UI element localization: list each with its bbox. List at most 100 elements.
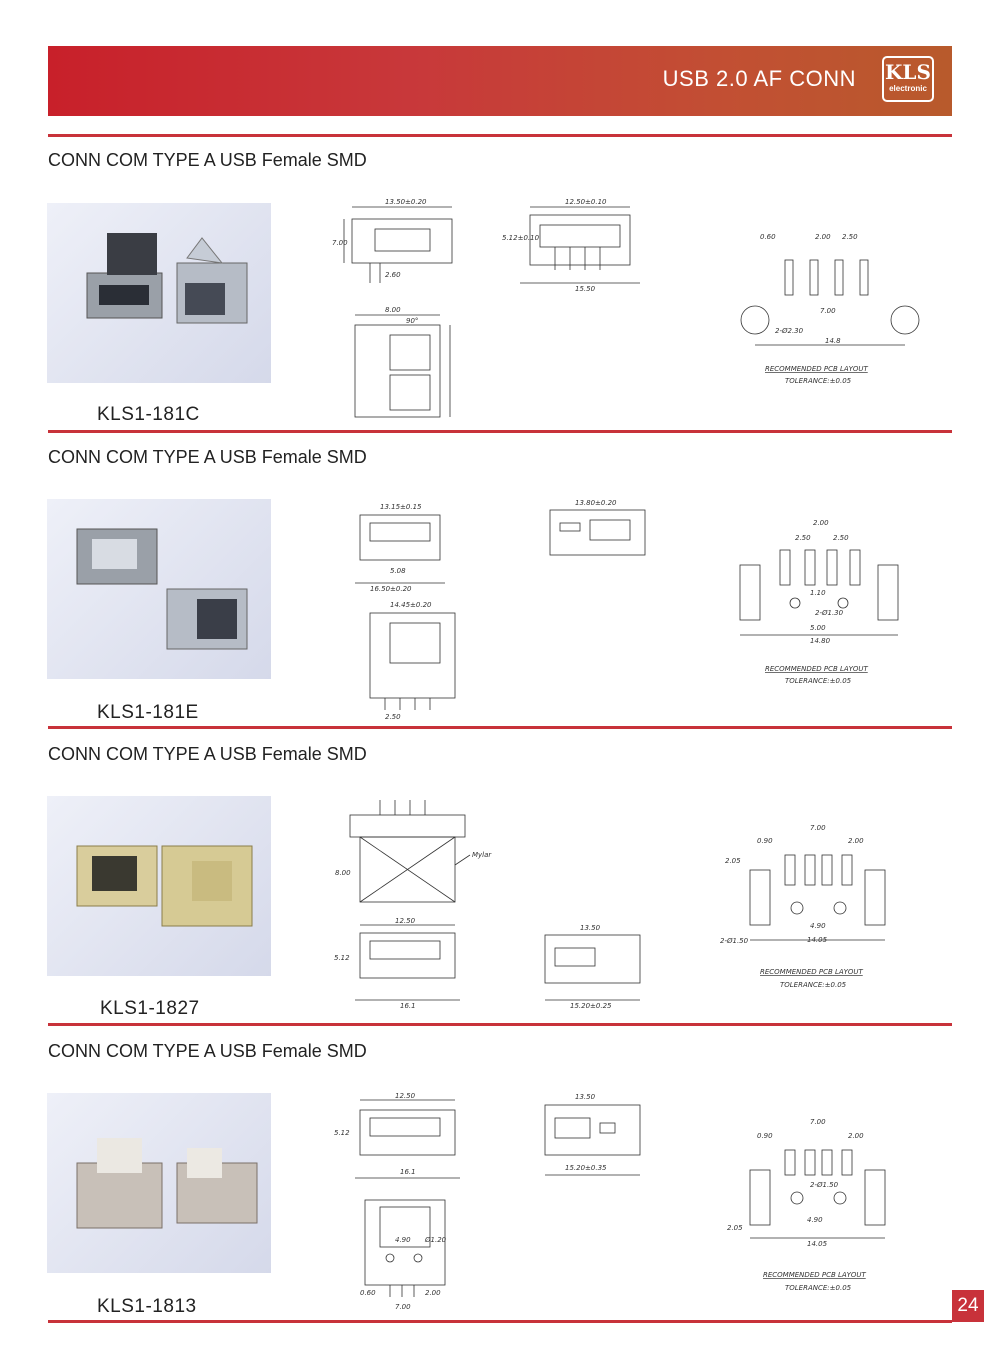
dim-label: 2.00 xyxy=(848,837,864,845)
dim-label: 2.50 xyxy=(795,534,811,542)
section-divider xyxy=(48,726,952,729)
dim-label: 7.00 xyxy=(395,1303,411,1311)
tolerance-note: TOLERANCE:±0.05 xyxy=(780,981,847,989)
dim-label: 2.50 xyxy=(842,233,858,241)
section-divider xyxy=(48,1023,952,1026)
product-photo xyxy=(47,796,271,976)
dim-label: 2.00 xyxy=(815,233,831,241)
dim-label: 2-Ø1.50 xyxy=(810,1181,839,1189)
pcb-layout-title: RECOMMENDED PCB LAYOUT xyxy=(763,1271,866,1279)
pcb-layout-title: RECOMMENDED PCB LAYOUT xyxy=(765,665,868,673)
dim-label: 8.00 xyxy=(385,306,401,314)
page-number: 24 xyxy=(952,1290,984,1322)
dim-label: 7.00 xyxy=(810,1118,826,1126)
part-number: KLS1-181C xyxy=(97,404,200,425)
dim-label: 14.05 xyxy=(807,936,828,944)
dim-label: 4.90 xyxy=(807,1216,823,1224)
dim-label: 0.60 xyxy=(360,1289,376,1297)
dim-label: 2-Ø2.30 xyxy=(775,327,804,335)
tolerance-note: TOLERANCE:±0.05 xyxy=(785,1284,852,1292)
dim-label: 15.20±0.35 xyxy=(565,1164,607,1172)
section-heading: CONN COM TYPE A USB Female SMD xyxy=(48,744,367,764)
technical-drawing-side: 13.80±0.20 xyxy=(520,495,660,575)
logo-sub-text: electronic xyxy=(889,84,927,93)
mylar-label: Mylar xyxy=(472,851,492,859)
dim-label: 0.90 xyxy=(757,837,773,845)
technical-drawing-top: 14.45±0.20 2.50 xyxy=(330,598,480,723)
technical-drawing-front: 12.50 5.12 16.1 xyxy=(330,915,480,1010)
dim-label: 13.50±0.20 xyxy=(385,198,427,206)
dim-label: 4.90 xyxy=(810,922,826,930)
dim-label: 12.50 xyxy=(395,917,416,925)
company-logo: KLS electronic xyxy=(882,56,934,102)
dim-label: 7.00 xyxy=(332,239,348,247)
tolerance-note: TOLERANCE:±0.05 xyxy=(785,377,852,385)
dim-label: 14.80 xyxy=(810,637,831,645)
dim-label: 12.50±0.10 xyxy=(565,198,607,206)
part-number: KLS1-1827 xyxy=(100,998,200,1019)
pcb-layout-title: RECOMMENDED PCB LAYOUT xyxy=(760,968,863,976)
pcb-layout-drawing: 7.00 0.90 2.00 2.05 4.90 2-Ø1.50 14.05 R… xyxy=(715,815,935,995)
section-divider xyxy=(48,134,952,137)
dim-label: 0.90 xyxy=(757,1132,773,1140)
dim-label: 15.20±0.25 xyxy=(570,1002,612,1010)
dim-label: 2.05 xyxy=(725,857,741,865)
section-heading: CONN COM TYPE A USB Female SMD xyxy=(48,1041,367,1061)
dim-label: 7.00 xyxy=(820,307,836,315)
pcb-layout-drawing: 7.00 0.90 2.00 2-Ø1.50 2.05 4.90 14.05 R… xyxy=(715,1110,935,1295)
technical-drawing-top: 8.00 90° xyxy=(330,305,470,425)
technical-drawing-top: Mylar 8.00 xyxy=(330,795,510,910)
part-number: KLS1-181E xyxy=(97,702,199,723)
dim-label: 5.08 xyxy=(390,567,406,575)
dim-label: 7.00 xyxy=(810,824,826,832)
dim-label: 14.05 xyxy=(807,1240,828,1248)
section-divider xyxy=(48,1320,952,1323)
dim-label: 2.50 xyxy=(833,534,849,542)
dim-label: 2.00 xyxy=(425,1289,441,1297)
technical-drawing-front: 12.50±0.10 5.12±0.10 15.50 xyxy=(500,195,660,295)
dim-label: 13.50 xyxy=(575,1093,596,1101)
dim-label: 2.50 xyxy=(385,713,401,721)
product-photo xyxy=(47,499,271,679)
pcb-layout-drawing: 0.60 2.00 2.50 7.00 2-Ø2.30 14.8 RECOMME… xyxy=(715,225,935,395)
technical-drawing-front: 12.50 5.12 16.1 xyxy=(330,1090,480,1185)
section-divider xyxy=(48,430,952,433)
dim-label: 14.45±0.20 xyxy=(390,601,432,609)
dim-label: 1.10 xyxy=(810,589,826,597)
dim-label: 12.50 xyxy=(395,1092,416,1100)
technical-drawing-front: 13.15±0.15 5.08 16.50±0.20 xyxy=(330,495,470,595)
technical-drawing-side: 13.50 15.20±0.25 xyxy=(510,920,660,1010)
dim-label: 8.00 xyxy=(335,869,351,877)
product-photo xyxy=(47,203,271,383)
dim-label: 5.12±0.10 xyxy=(502,234,540,242)
dim-label: 2.00 xyxy=(813,519,829,527)
dim-label: 13.15±0.15 xyxy=(380,503,422,511)
dim-label: 2-Ø1.50 xyxy=(720,937,749,945)
dim-label: Ø1.20 xyxy=(424,1236,447,1244)
dim-label: 5.12 xyxy=(334,1129,350,1137)
dim-label: 2.60 xyxy=(385,271,401,279)
dim-label: 0.60 xyxy=(760,233,776,241)
dim-label: 15.50 xyxy=(575,285,596,293)
dim-label: 13.80±0.20 xyxy=(575,499,617,507)
section-heading: CONN COM TYPE A USB Female SMD xyxy=(48,150,367,170)
dim-label: 16.1 xyxy=(400,1002,416,1010)
dim-label: 16.50±0.20 xyxy=(370,585,412,593)
dim-label: 2.00 xyxy=(848,1132,864,1140)
dim-label: 5.00 xyxy=(810,624,826,632)
pcb-layout-drawing: 2.00 2.50 2.50 1.10 2-Ø1.30 5.00 14.80 R… xyxy=(715,515,935,690)
tolerance-note: TOLERANCE:±0.05 xyxy=(785,677,852,685)
dim-label: 5.12 xyxy=(334,954,350,962)
technical-drawing-side: 13.50±0.20 7.00 2.60 xyxy=(330,195,470,295)
header-banner: USB 2.0 AF CONN KLS electronic xyxy=(48,46,952,116)
section-heading: CONN COM TYPE A USB Female SMD xyxy=(48,447,367,467)
technical-drawing-top: 4.90 Ø1.20 0.60 2.00 7.00 xyxy=(330,1192,480,1317)
dim-label: 4.90 xyxy=(395,1236,411,1244)
logo-main-text: KLS xyxy=(885,60,931,84)
technical-drawing-side: 13.50 15.20±0.35 xyxy=(520,1090,660,1185)
dim-label: 90° xyxy=(406,317,418,325)
part-number: KLS1-1813 xyxy=(97,1296,197,1317)
dim-label: 13.50 xyxy=(580,924,601,932)
dim-label: 16.1 xyxy=(400,1168,416,1176)
dim-label: 2-Ø1.30 xyxy=(815,609,844,617)
